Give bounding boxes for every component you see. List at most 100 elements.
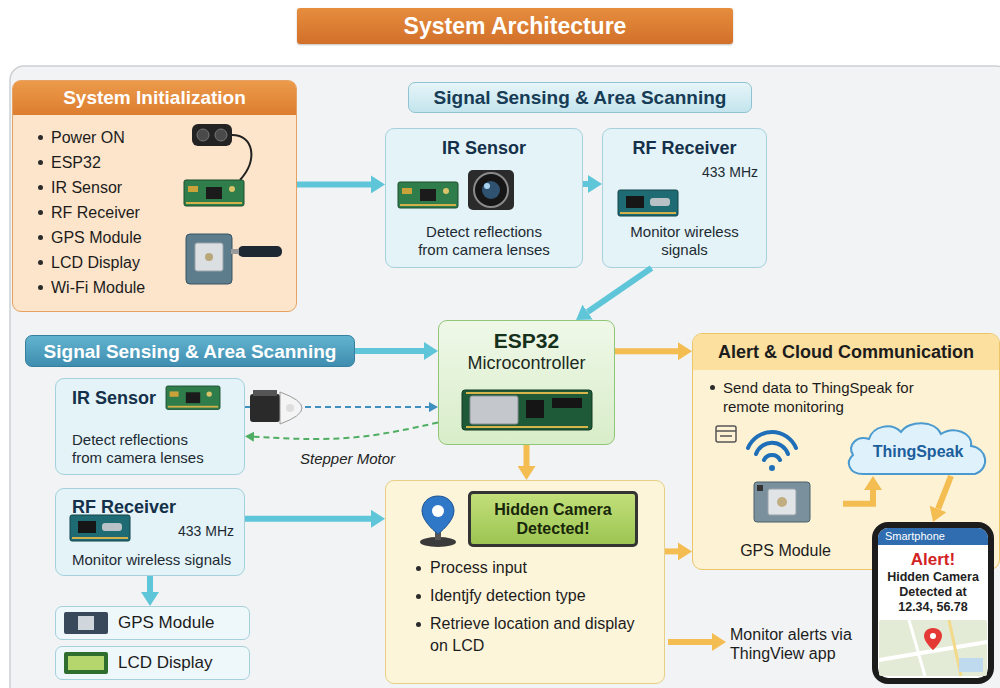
esp32-board-image <box>466 392 588 394</box>
flow-arrow <box>245 516 371 522</box>
sensor-board-image <box>166 386 220 409</box>
gps-module-image <box>195 243 223 271</box>
gps-module-image <box>231 249 239 254</box>
flow-arrow <box>297 181 371 187</box>
sensor-board-image <box>398 182 458 208</box>
stepper-motor-image <box>253 390 277 396</box>
flow-arrow <box>355 348 424 354</box>
node-text: RF Receiver <box>13 200 296 225</box>
esp32-board-image <box>526 400 544 418</box>
text-area: Signal Sensing & Area Scanning <box>409 83 751 112</box>
node-heading: IR Sensor <box>442 137 526 159</box>
note-label: Monitor alerts via ThingView app <box>730 625 866 663</box>
stepper-motor-image <box>250 390 302 424</box>
dashed-connector <box>254 423 438 440</box>
esp32-board-image <box>466 426 588 428</box>
outer-panel <box>10 66 1000 688</box>
note-arrow <box>668 639 712 645</box>
node-heading: IR Sensor <box>72 387 156 409</box>
node-heading: Signal Sensing & Area Scanning <box>44 340 337 363</box>
note-arrow <box>712 633 726 651</box>
camera-lens-image <box>482 181 500 199</box>
gps-board-image <box>757 485 763 491</box>
cloud-service: ThingSpeak <box>843 418 993 476</box>
text-area: RF Receiver433 MHzMonitor wireless signa… <box>56 489 244 575</box>
ir-sensor-image <box>197 129 209 141</box>
stepper-motor-image <box>286 404 294 412</box>
node-heading: System Initialization <box>13 81 296 115</box>
data-icon <box>716 430 736 432</box>
phone-map <box>924 628 942 650</box>
node-text: Detect reflections from camera lenses <box>72 431 217 467</box>
gps-board-image <box>754 482 810 522</box>
node-text: Send data to ThingSpeak for remote monit… <box>693 378 915 416</box>
section-header: Signal Sensing & Area Scanning <box>408 82 752 113</box>
node-heading: ThingSpeak <box>873 442 964 461</box>
phone-map <box>930 633 936 639</box>
lcd-icon <box>68 656 104 670</box>
wifi-symbol <box>769 465 775 471</box>
node-heading: GPS Module <box>740 541 831 560</box>
stepper-motor-image <box>280 392 302 424</box>
flow-arrow <box>147 576 153 592</box>
ir-sensor-image <box>192 124 232 146</box>
gps-board-image <box>768 489 796 515</box>
gps-icon <box>64 612 108 634</box>
gps-icon <box>78 616 94 630</box>
flow-arrow <box>588 268 652 312</box>
stepper-motor-image <box>250 394 280 422</box>
camera-lens-image <box>484 183 490 189</box>
text-area: Signal Sensing & Area Scanning <box>26 336 354 366</box>
node-heading: ESP32 <box>494 328 559 353</box>
node-text: Microcontroller <box>467 353 585 374</box>
cloud-shape <box>849 423 985 474</box>
esp32-board-image <box>470 396 518 424</box>
node-text: Wi-Fi Module <box>13 275 296 300</box>
node-text: Power ON <box>13 125 296 150</box>
node-text: 433 MHz <box>72 523 234 540</box>
title-banner: System Architecture <box>297 8 733 44</box>
lcd-screen: Hidden Camera Detected! <box>468 491 638 547</box>
gps-module-image <box>238 246 282 257</box>
esp32-board-image <box>462 390 592 430</box>
location-pin-icon <box>432 505 444 517</box>
rf-board-image <box>70 515 130 541</box>
node-text: Hidden Camera Detected at 12.34, 56.78 <box>878 570 988 615</box>
flow-arrow <box>583 181 588 187</box>
phone-map <box>879 620 987 676</box>
receiver-box: RF Receiver433 MHzMonitor wireless signa… <box>55 488 245 576</box>
node-heading: Smartphone <box>878 528 988 545</box>
esp32-board-image <box>184 180 244 206</box>
lcd-icon <box>64 652 108 674</box>
flow-arrow <box>665 548 678 554</box>
node-heading: Signal Sensing & Area Scanning <box>434 86 727 109</box>
camera-lens-image <box>468 170 514 210</box>
esp32-board-image <box>552 398 582 408</box>
phone-map <box>909 620 925 676</box>
node-text: ESP32 <box>13 150 296 175</box>
node-heading: Alert & Cloud Communication <box>693 334 999 370</box>
section-header: Signal Sensing & Area Scanning <box>25 335 355 367</box>
node-text: Identjfy detection type <box>400 585 652 607</box>
gps-module-image <box>205 253 213 261</box>
node-heading: Process input <box>400 557 652 579</box>
text-area: Hidden Camera Detected! <box>471 494 635 544</box>
node-text: Monitor wireless signals <box>611 223 758 259</box>
gps-board-image <box>754 482 810 522</box>
data-icon <box>720 435 732 437</box>
esp32-board-image <box>462 390 592 430</box>
node-heading: Hidden Camera Detected! <box>477 500 629 538</box>
node-text: Alert! <box>878 549 988 570</box>
phone-map <box>959 658 983 672</box>
rf-board-image <box>618 190 678 216</box>
node-text: Detect reflections from camera lenses <box>412 223 557 259</box>
location-pin-icon <box>420 496 456 547</box>
gps-board-image <box>777 497 787 507</box>
node-text: Retrieve location and display on LCD <box>400 613 652 657</box>
text-area: System InitializationPower ONESP32IR Sen… <box>13 81 296 311</box>
note-arrow <box>668 633 726 651</box>
flow-arrow <box>615 348 678 354</box>
init-panel: System InitializationPower ONESP32IR Sen… <box>12 80 297 312</box>
node-text: LCD Display <box>13 250 296 275</box>
node-text: IR Sensor <box>13 175 296 200</box>
